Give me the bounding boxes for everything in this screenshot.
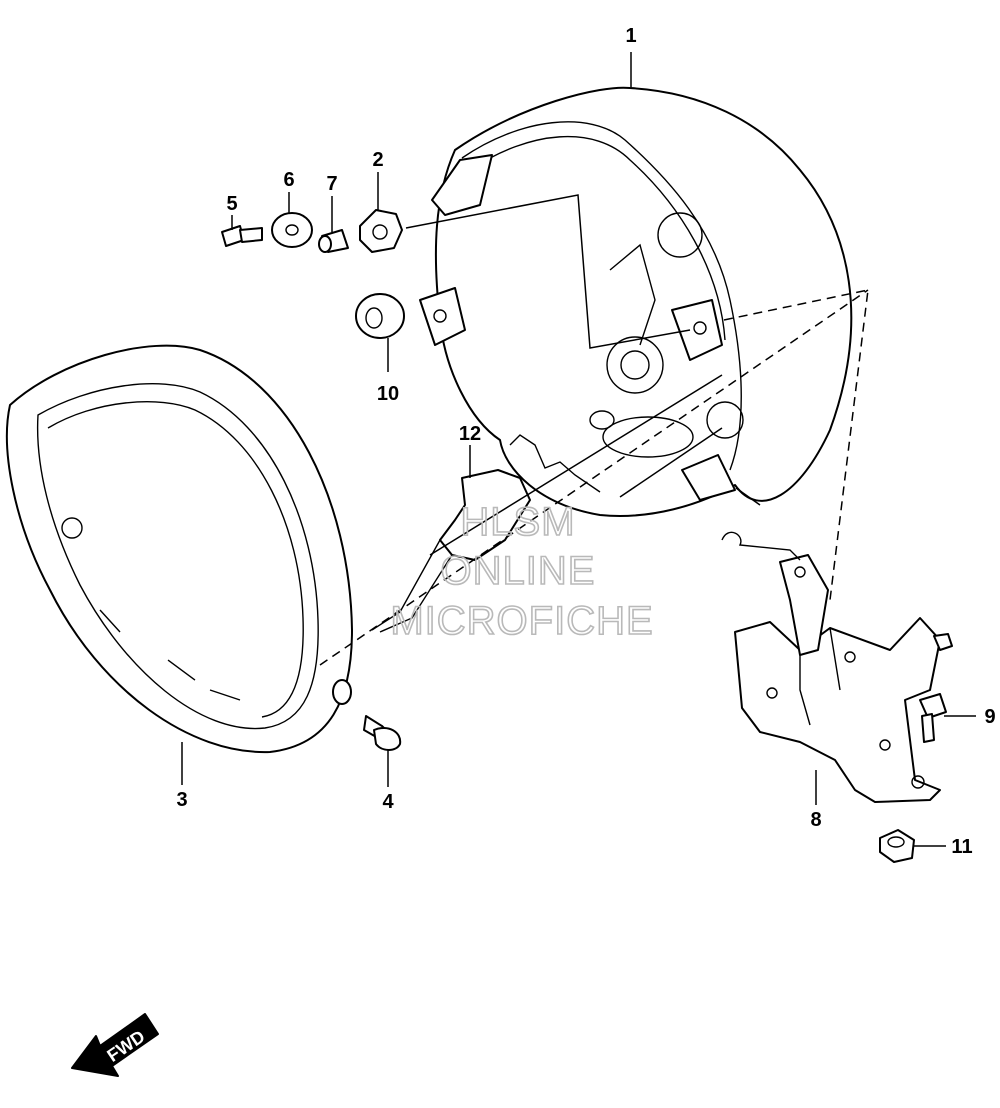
headlight-bracket [721, 531, 953, 803]
callout-5: 5 [226, 193, 237, 215]
fwd-direction-badge: FWD [71, 1013, 159, 1077]
callout-3: 3 [176, 789, 187, 811]
fwd-arrow-icon [71, 1013, 159, 1077]
callout-7: 7 [326, 173, 337, 195]
callout-12: 12 [459, 423, 481, 445]
watermark-line-1: HLSM [460, 500, 575, 544]
callout-2: 2 [372, 149, 383, 171]
grommet [355, 293, 405, 339]
callout-8: 8 [810, 809, 821, 831]
cushion-nut [359, 209, 403, 253]
callout-labels: 1 2 6 7 5 10 12 3 4 8 9 11 [176, 25, 995, 858]
watermark: HLSM ONLINE MICROFICHE [390, 499, 654, 644]
bolt [221, 225, 263, 247]
leader-lines [181, 52, 976, 847]
watermark-line-3: MICROFICHE [390, 599, 653, 643]
headlight-rim [5, 344, 353, 754]
callout-10: 10 [377, 383, 399, 405]
callout-6: 6 [283, 169, 294, 191]
rim-screw [363, 715, 402, 751]
callout-4: 4 [382, 791, 394, 813]
headlight-housing [419, 86, 853, 517]
assembly-guide-lines [319, 194, 869, 666]
wire-clamp [371, 469, 531, 633]
watermark-line-2: ONLINE [441, 549, 596, 593]
callout-1: 1 [625, 25, 636, 47]
callout-9: 9 [984, 706, 995, 728]
collar [318, 229, 349, 253]
callout-11: 11 [951, 836, 972, 858]
bracket-nut [879, 829, 915, 863]
washer [271, 212, 313, 248]
bracket-bolt [919, 693, 947, 743]
